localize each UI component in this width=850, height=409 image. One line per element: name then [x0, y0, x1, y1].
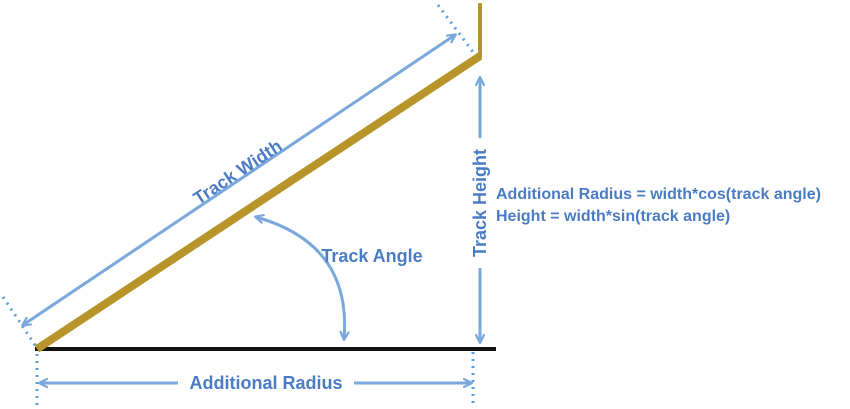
bottom-guide-dotted-diagonal	[1, 296, 39, 349]
track-height-label: Track Height	[470, 149, 490, 257]
formula-additional-radius: Additional Radius = width*cos(track angl…	[496, 186, 821, 203]
formula-height: Height = width*sin(track angle)	[496, 208, 731, 225]
track-angle-arc	[256, 217, 345, 339]
track-width-arrow	[23, 35, 455, 325]
formula-block: Additional Radius = width*cos(track angl…	[496, 184, 821, 228]
track-angle-label: Track Angle	[321, 246, 422, 266]
top-guide-dotted-diagonal	[436, 4, 478, 57]
tilted-track	[34, 52, 483, 353]
additional-radius-label: Additional Radius	[190, 373, 343, 393]
